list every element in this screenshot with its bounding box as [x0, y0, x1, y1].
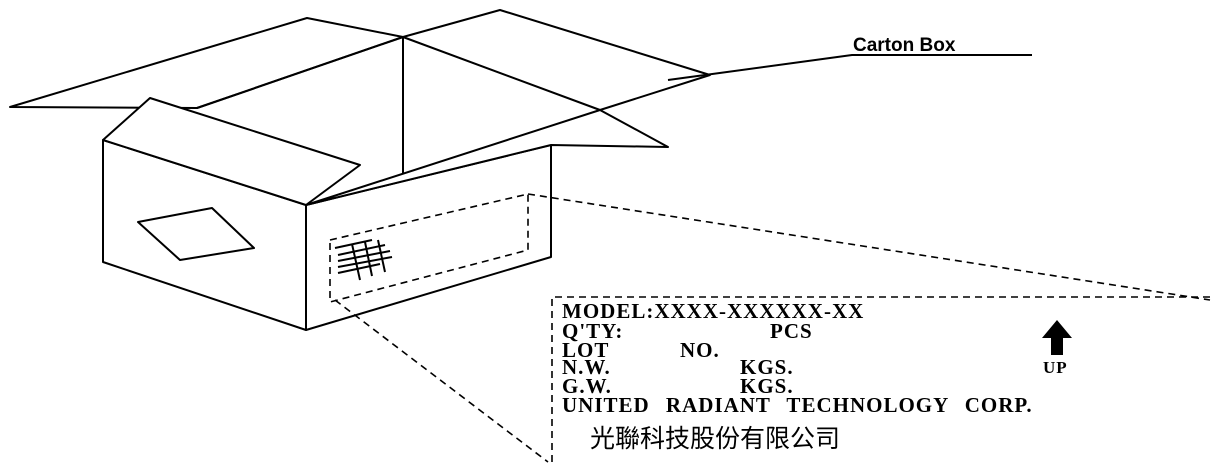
right-front-flap [305, 109, 669, 206]
label-company-cn: 光聯科技股份有限公司 [590, 424, 840, 453]
label-nw-key: N.W. [562, 355, 611, 379]
zoom-line-bottom [334, 299, 549, 463]
label-qty-key: Q'TY: [562, 319, 623, 343]
label-nw-unit: KGS. [740, 355, 794, 379]
caption-leader [667, 54, 1032, 81]
up-label: UP [1043, 358, 1068, 377]
mini-label-marks [334, 239, 393, 281]
label-gw-unit: KGS. [740, 374, 794, 398]
left-front-flap [102, 97, 361, 206]
label-model: MODEL:XXXX-XXXXXX-XX [562, 299, 864, 323]
enlarged-label-frame [551, 296, 1210, 462]
label-gw-key: G.W. [562, 374, 612, 398]
back-left-flap [9, 17, 404, 109]
carton-box-caption: Carton Box [853, 35, 956, 56]
inner-back-edge [196, 36, 404, 109]
up-arrow-icon [1042, 320, 1072, 355]
label-lot-no: NO. [680, 338, 720, 362]
zoom-line-top [527, 193, 1211, 301]
label-lot-key: LOT [562, 338, 609, 362]
label-company: UNITED RADIANT TECHNOLOGY CORP. [562, 393, 1033, 417]
back-right-flap [402, 9, 711, 111]
front-label-outline [329, 192, 529, 304]
side-handle-hole [137, 207, 255, 261]
label-qty-unit: PCS [770, 319, 813, 343]
